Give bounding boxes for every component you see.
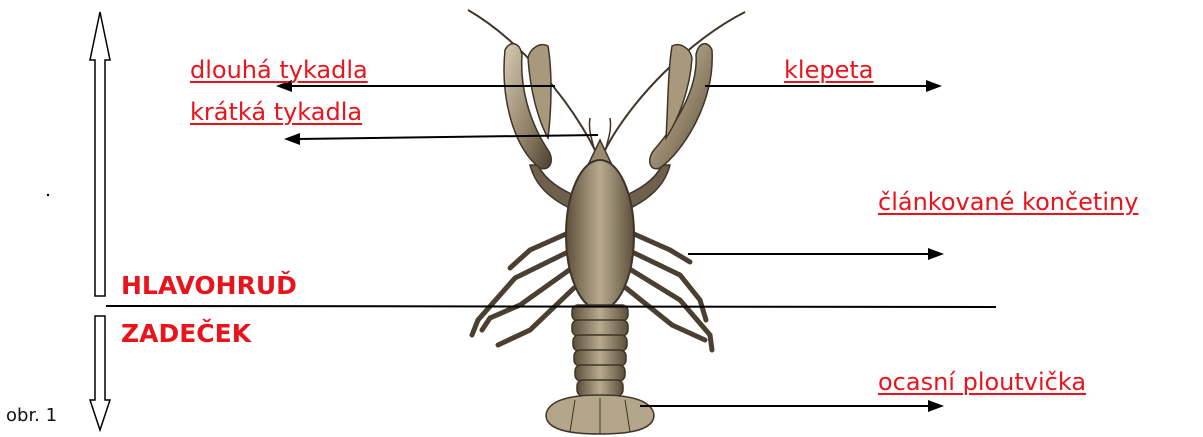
tail-fin-label: ocasní ploutvička [878,368,1086,396]
abdomen-segment [574,350,626,366]
long-antennae-label: dlouhá tykadla [190,56,368,84]
figure-caption: obr. 1 [6,405,57,427]
abdomen-segment [572,320,628,336]
cephalothorax-label: HLAVOHRUĎ [121,272,297,300]
tail-fin-arrowhead [928,400,944,412]
abdomen-segment [573,335,627,351]
legs-left [472,230,575,345]
claws-label: klepeta [784,56,873,84]
short-antennae-label: krátká tykadla [190,98,362,126]
abdomen-segment [575,365,625,381]
abdomen-label: ZADEČEK [121,320,251,348]
short-antennae-arrowhead [284,133,300,145]
cephalothorax-extent-arrow [90,12,110,296]
crayfish-abdomen [572,305,628,396]
stray-dot [47,194,49,196]
jointed-legs-label: článkované končetiny [878,188,1138,216]
crayfish-cephalothorax [566,160,634,310]
abdomen-segment [577,380,623,396]
leg-right-2 [628,250,706,320]
crayfish-illustration [468,10,745,434]
abdomen-extent-arrow [90,316,110,430]
short-antennae-pointer [298,135,598,139]
legs-arrowhead [928,248,944,260]
claws-arrowhead [926,80,942,92]
legs-right [625,230,712,350]
body-division-line [106,306,996,307]
